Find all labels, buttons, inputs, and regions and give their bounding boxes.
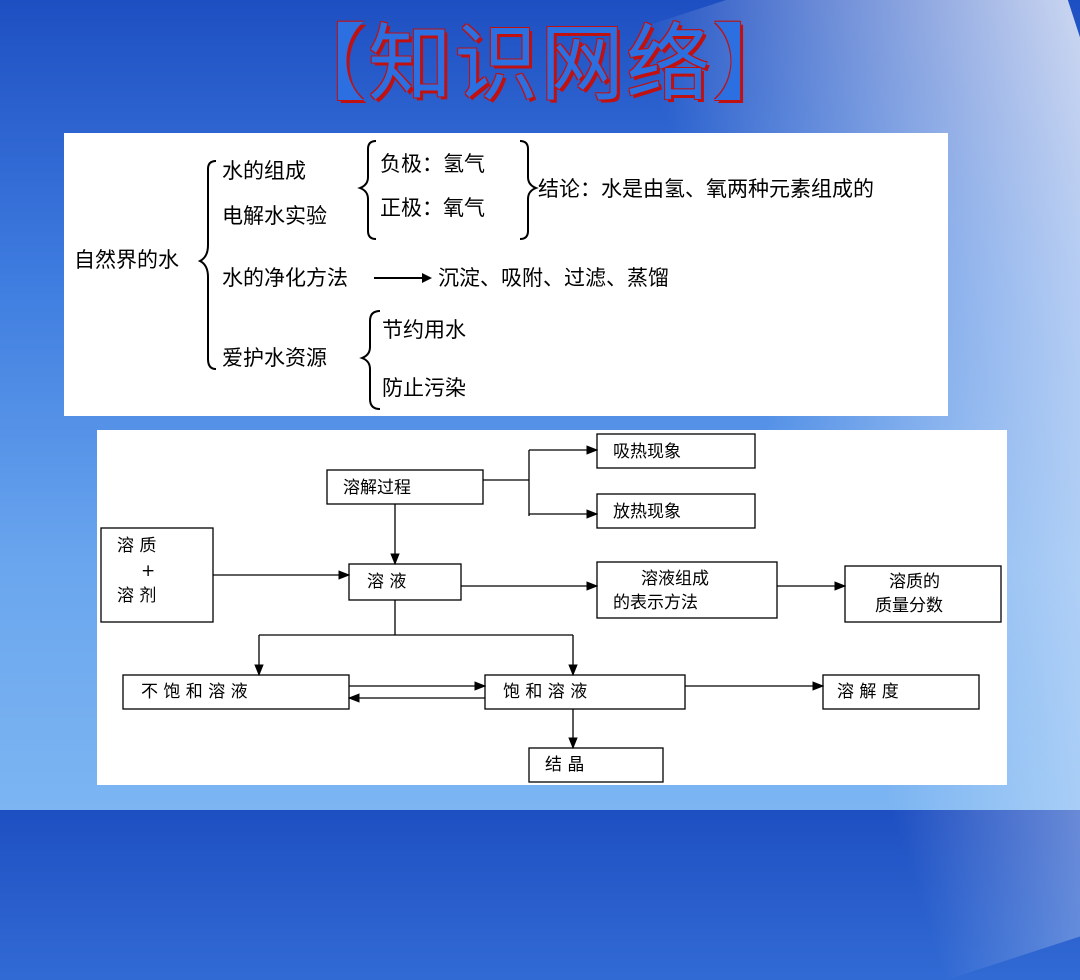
dissolving-box (326, 469, 484, 505)
crystal-label: 结 晶 (545, 755, 584, 775)
endothermic-label: 吸热现象 (613, 442, 681, 462)
methods-label: 沉淀、吸附、过滤、蒸馏 (438, 266, 669, 290)
conclusion-brace (519, 140, 539, 240)
solution-box (348, 563, 462, 601)
composition-label: 水的组成 (222, 159, 306, 183)
positive-label: 正极：氧气 (380, 196, 485, 220)
unsaturated-label: 不 饱 和 溶 液 (141, 682, 248, 702)
water-tree-diagram: 自然界的水 水的组成 电解水实验 负极：氢气 正极：氧气 结论：水是由氢、氧两种… (74, 140, 874, 410)
water-knowledge-panel: 自然界的水 水的组成 电解水实验 负极：氢气 正极：氧气 结论：水是由氢、氧两种… (64, 133, 948, 416)
exothermic-label: 放热现象 (613, 502, 681, 522)
saturated-box (484, 674, 686, 710)
solubility-box (822, 674, 980, 710)
protection-label: 爱护水资源 (222, 346, 327, 370)
endothermic-box (596, 433, 756, 469)
conclusion-label: 结论：水是由氢、氧两种元素组成的 (538, 177, 874, 201)
composition-label-1: 溶液组成 (641, 569, 709, 589)
plus-label: + (141, 561, 155, 581)
solute-label: 溶 质 (117, 536, 156, 556)
mass-fraction-label-1: 溶质的 (889, 572, 940, 592)
exothermic-box (596, 493, 756, 529)
composition-box (596, 561, 778, 619)
crystal-box (528, 747, 664, 783)
mass-fraction-label-2: 质量分数 (875, 596, 943, 616)
protection-brace (359, 310, 381, 410)
solution-flowchart-panel: 溶解过程 吸热现象 放热现象 溶 质 + 溶 剂 溶 液 溶液组成 的表示方法 … (97, 430, 1007, 785)
unsaturated-box (122, 674, 350, 710)
electrolysis-label: 电解水实验 (222, 204, 327, 228)
purification-arrowhead (422, 273, 432, 283)
prevent-pollution-label: 防止污染 (382, 376, 466, 400)
root-label: 自然界的水 (74, 248, 179, 272)
solubility-label: 溶 解 度 (837, 682, 899, 702)
solution-label: 溶 液 (367, 572, 406, 592)
composition-label-2: 的表示方法 (613, 593, 698, 613)
solvent-label: 溶 剂 (117, 586, 156, 606)
mass-fraction-box (844, 565, 1002, 623)
negative-label: 负极：氢气 (380, 152, 485, 176)
saturated-label: 饱 和 溶 液 (503, 682, 587, 702)
dissolving-label: 溶解过程 (343, 478, 411, 498)
composition-brace (357, 140, 377, 240)
solution-flowchart: 溶解过程 吸热现象 放热现象 溶 质 + 溶 剂 溶 液 溶液组成 的表示方法 … (100, 433, 1002, 783)
purification-label: 水的净化方法 (222, 266, 348, 290)
save-water-label: 节约用水 (382, 318, 466, 342)
page-title: 【知识网络】 (281, 15, 798, 113)
root-brace (197, 160, 217, 370)
